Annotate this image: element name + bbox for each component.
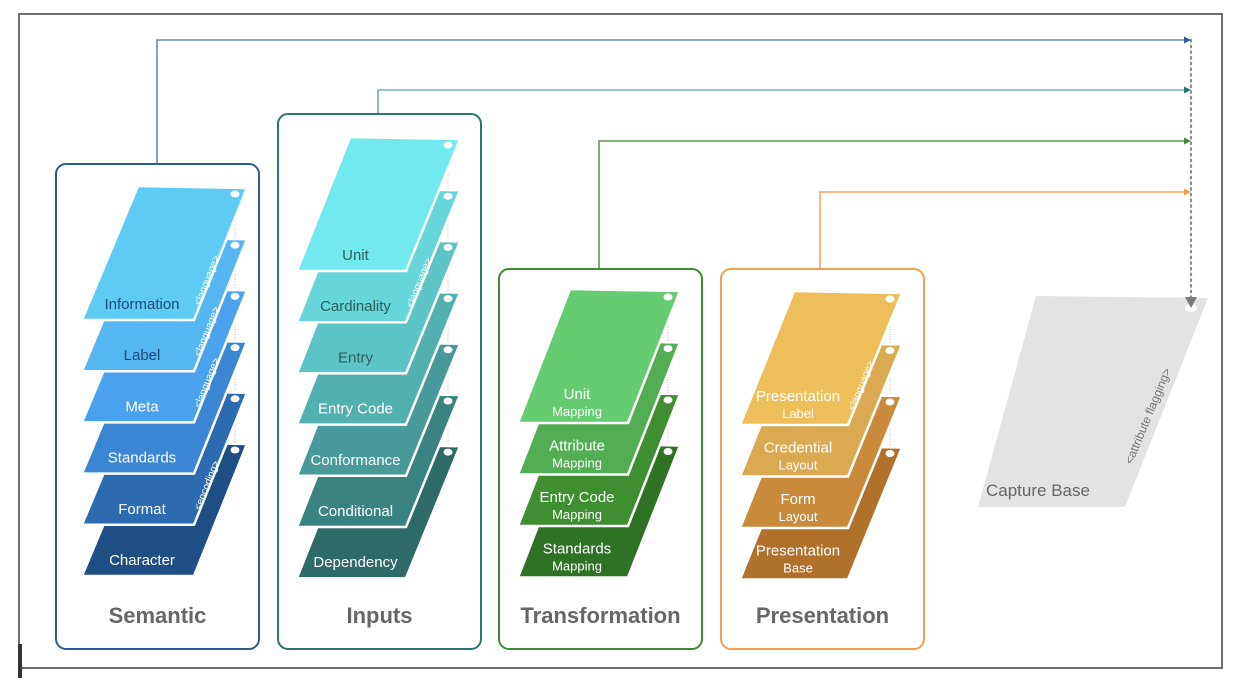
sheet-label: Form (781, 491, 816, 508)
sheet-label: Label (124, 347, 161, 364)
sheet-hole-icon (443, 295, 453, 303)
sheet-shape (80, 184, 249, 322)
sheet-hole-icon (443, 192, 453, 200)
sheet-shape (516, 287, 682, 425)
sheet-hole-icon (663, 448, 673, 455)
sheet-hole-icon (663, 293, 673, 301)
group-title: Inputs (347, 603, 413, 628)
sheet-hole-icon (230, 241, 240, 249)
sheet-label: Dependency (313, 554, 398, 571)
group-presentation: PresentationPresentationBaseFormLayoutCr… (720, 268, 925, 650)
capture-base: Capture Base<attribute flagging> (978, 296, 1208, 507)
sheet-label: Entry (338, 349, 374, 366)
sheet-hole-icon (230, 292, 240, 300)
sheet-label: Unit (564, 386, 592, 403)
arrow-right-icon (1184, 86, 1191, 94)
group-inputs: Inputs Dependency Conditional Conformance En… (277, 113, 482, 650)
sheet-hole-icon (443, 243, 453, 251)
sheet-shape (295, 135, 462, 273)
sheet-hole-icon (663, 396, 673, 404)
connector-presentation (819, 191, 1185, 269)
sheet-sublabel: Mapping (552, 507, 602, 522)
arrow-right-icon (1184, 36, 1191, 44)
sheet-label: Format (118, 501, 166, 518)
sheet-label: Attribute (549, 438, 605, 455)
sheet-label: Unit (342, 247, 370, 264)
groups: SemanticCharacterFormat<encoding>Standar… (55, 113, 925, 650)
sheet-hole-icon (663, 345, 673, 352)
sheet-label: Conformance (310, 452, 400, 469)
outer-frame (18, 13, 1223, 669)
sheet-hole-icon (443, 346, 453, 354)
sheet-hole-icon (885, 450, 895, 457)
sheet-hole-icon (443, 448, 453, 456)
sheet-label: Standards (108, 450, 176, 467)
frame-left-mark (18, 644, 22, 678)
sheet-label: Presentation (756, 388, 840, 405)
sheet-shape (738, 289, 904, 427)
arrow-right-icon (1184, 137, 1191, 145)
sheet-label: Entry Code (539, 489, 614, 506)
group-title: Semantic (109, 603, 207, 628)
group-title: Transformation (520, 603, 680, 628)
sheet-label: Cardinality (320, 298, 391, 315)
sheet-hole-icon (230, 446, 240, 454)
sheet-hole-icon (885, 398, 895, 406)
arrow-down-icon (1185, 297, 1197, 308)
group-title: Presentation (756, 603, 889, 628)
sheet-hole-icon (885, 347, 895, 354)
sheet-sublabel: Layout (778, 509, 817, 524)
sheet-label: Information (104, 296, 179, 313)
sheet-sublabel: Mapping (552, 559, 602, 574)
sheet-hole-icon (230, 344, 240, 352)
sheet-hole-icon (885, 295, 895, 303)
sheet-label: Credential (764, 440, 832, 457)
capture-base-label: Capture Base (986, 481, 1090, 500)
connector-transformation (598, 140, 1185, 269)
connector-inputs (377, 89, 1185, 114)
sheet-label: Conditional (318, 503, 393, 520)
sheet-sublabel: Label (782, 406, 814, 421)
sheet-sublabel: Mapping (552, 456, 602, 471)
sheet-label: Presentation (756, 543, 840, 560)
sheet-hole-icon (230, 190, 240, 198)
arrow-right-icon (1184, 188, 1191, 196)
sheet-hole-icon (443, 141, 453, 149)
sheet-sublabel: Layout (778, 458, 817, 473)
connectors (156, 36, 1197, 309)
sheet-label: Standards (543, 541, 611, 558)
connector-semantic (156, 39, 1185, 164)
group-semantic: SemanticCharacterFormat<encoding>Standar… (55, 163, 260, 650)
capture-base-sheet[interactable] (978, 296, 1208, 507)
sheet-sublabel: Mapping (552, 404, 602, 419)
sheet-sublabel: Base (783, 561, 813, 576)
sheet-hole-icon (230, 395, 240, 403)
sheet-label: Character (109, 552, 175, 569)
sheet-label: Meta (125, 398, 159, 415)
sheet-label: Entry Code (318, 401, 393, 418)
layer-sheet[interactable]: Unit (295, 135, 462, 273)
sheet-hole-icon (443, 397, 453, 405)
